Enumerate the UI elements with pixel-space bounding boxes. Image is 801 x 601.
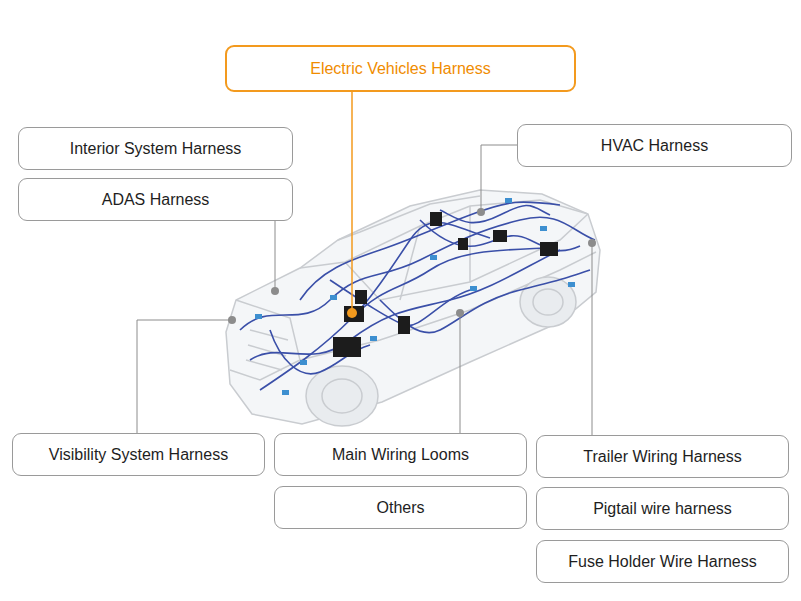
box-label: Electric Vehicles Harness (310, 60, 491, 78)
leader-dot (228, 208, 596, 324)
box-label: Pigtail wire harness (593, 500, 732, 518)
label-box: Fuse Holder Wire Harness (536, 540, 789, 583)
box-label: Trailer Wiring Harness (583, 448, 742, 466)
leader-dot (347, 308, 357, 318)
label-box: Main Wiring Looms (274, 433, 527, 476)
car-outline (226, 190, 600, 426)
box-label: Visibility System Harness (49, 446, 228, 464)
wire-bundle (240, 202, 595, 390)
label-box: HVAC Harness (517, 124, 792, 167)
box-label: Others (376, 499, 424, 517)
label-box: Interior System Harness (18, 127, 293, 170)
highlight-box: Electric Vehicles Harness (225, 45, 576, 92)
box-label: ADAS Harness (102, 191, 210, 209)
label-box: ADAS Harness (18, 178, 293, 221)
control-module (333, 212, 558, 357)
box-label: HVAC Harness (601, 137, 708, 155)
connector-symbol (255, 198, 575, 395)
box-label: Interior System Harness (70, 140, 242, 158)
label-box: Trailer Wiring Harness (536, 435, 789, 478)
leader-line (351, 92, 353, 312)
box-label: Fuse Holder Wire Harness (568, 553, 757, 571)
box-label: Main Wiring Looms (332, 446, 469, 464)
label-box: Others (274, 486, 527, 529)
label-box: Pigtail wire harness (536, 487, 789, 530)
label-box: Visibility System Harness (12, 433, 265, 476)
